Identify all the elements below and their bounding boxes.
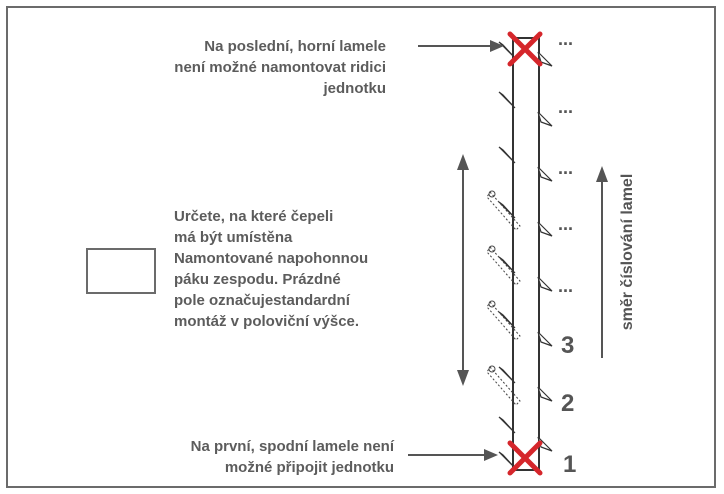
slat-hook-left — [498, 416, 516, 434]
note-bottom-line: Na první, spodní lamele není — [190, 438, 394, 455]
diagram-frame — [6, 6, 716, 488]
note-bottom-line: možné připojit jednotku — [224, 459, 394, 476]
lever-outline — [486, 190, 521, 231]
slat-hook-left — [498, 366, 516, 384]
slat-hook-left — [498, 451, 516, 469]
ellipsis-icon: ... — [558, 158, 573, 178]
ellipsis-icon: ... — [558, 276, 573, 296]
slat-hook-left — [498, 91, 516, 109]
numbering-direction-label: směr číslování lamel — [619, 173, 636, 331]
note-top-line: jednotku — [323, 80, 387, 97]
ellipsis-icon: ... — [558, 29, 573, 49]
note-middle-line: Určete, na které čepeli — [174, 208, 334, 225]
slat-stack — [512, 37, 540, 471]
lever-outline — [486, 245, 521, 286]
arrow-right-icon — [418, 40, 504, 52]
slat-set — [486, 41, 553, 469]
arrow-up-icon — [596, 166, 608, 358]
slat-hook-right — [537, 331, 553, 347]
slat-number-2: 2 — [561, 390, 575, 417]
slat-hook-left — [498, 256, 516, 274]
note-middle-line: Namontované napohonnou — [174, 250, 369, 267]
note-top-line: Na poslední, horní lamele — [204, 38, 386, 55]
arrow-right-icon — [408, 449, 498, 461]
ellipsis-icon: ... — [558, 97, 573, 117]
note-middle-line: montáž v poloviční výšce. — [174, 313, 360, 330]
note-middle-line: má být umístěna — [174, 229, 293, 246]
slat-hook-right — [537, 386, 553, 402]
lever-slat-input[interactable] — [86, 248, 156, 294]
slat-hook-right — [537, 111, 553, 127]
slat-number-1: 1 — [563, 451, 577, 478]
note-lever-position: Určete, na které čepeli má být umístěna … — [174, 206, 474, 332]
cross-icon — [507, 440, 543, 476]
note-top-line: není možné namontovat ridici — [174, 59, 386, 76]
slat-hook-right — [537, 51, 553, 67]
note-middle-line: páku zespodu. Prázdné — [174, 271, 341, 288]
ellipsis-group: ............... — [558, 29, 573, 296]
slat-number-3: 3 — [561, 332, 575, 359]
note-middle-line: pole označujestandardní — [174, 292, 350, 309]
lever-outline — [486, 300, 521, 341]
slat-hook-left — [498, 201, 516, 219]
slat-hook-right — [537, 276, 553, 292]
ellipsis-icon: ... — [558, 214, 573, 234]
note-bottom-slat: Na první, spodní lamele není možné připo… — [110, 436, 394, 478]
slat-hook-left — [498, 311, 516, 329]
slat-hook-right — [537, 221, 553, 237]
lever-outline — [486, 365, 521, 406]
cross-icon — [507, 31, 543, 67]
slat-hook-left — [498, 146, 516, 164]
slat-hook-right — [537, 166, 553, 182]
double-arrow-icon — [457, 154, 469, 386]
note-top-slat: Na poslední, horní lamele není možné nam… — [110, 36, 386, 99]
